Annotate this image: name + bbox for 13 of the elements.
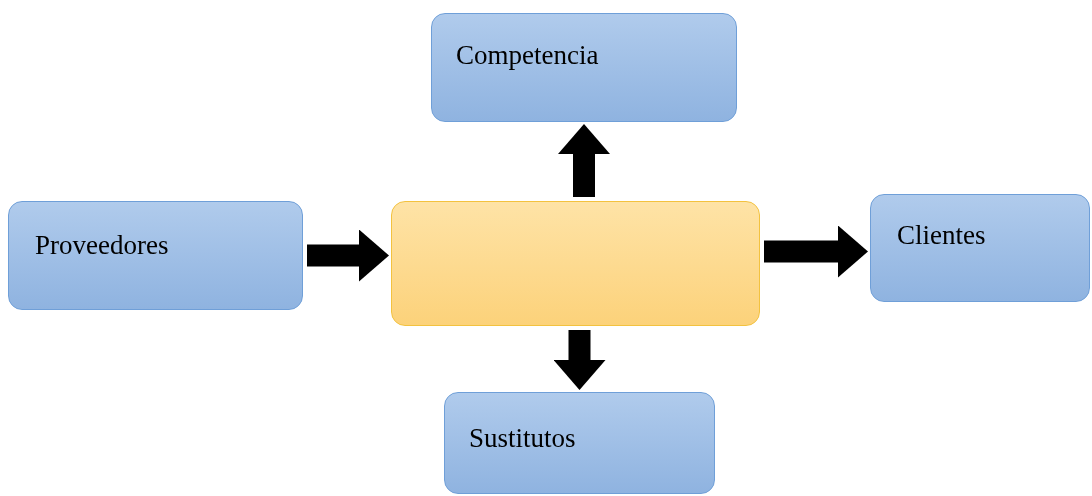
rounded-box: [870, 194, 1090, 302]
node-label: Proveedores: [35, 232, 169, 259]
rounded-box: [431, 13, 737, 122]
rounded-box: [444, 392, 715, 494]
highlighted-box: [391, 201, 760, 326]
rounded-box: [8, 201, 303, 310]
block-arrow: [307, 229, 389, 282]
node-label: Sustitutos: [469, 425, 576, 452]
node-label: Competencia: [456, 42, 599, 69]
node-label: Clientes: [897, 222, 986, 249]
block-arrow: [553, 330, 606, 390]
block-arrow: [764, 225, 868, 278]
block-arrow: [558, 124, 610, 197]
